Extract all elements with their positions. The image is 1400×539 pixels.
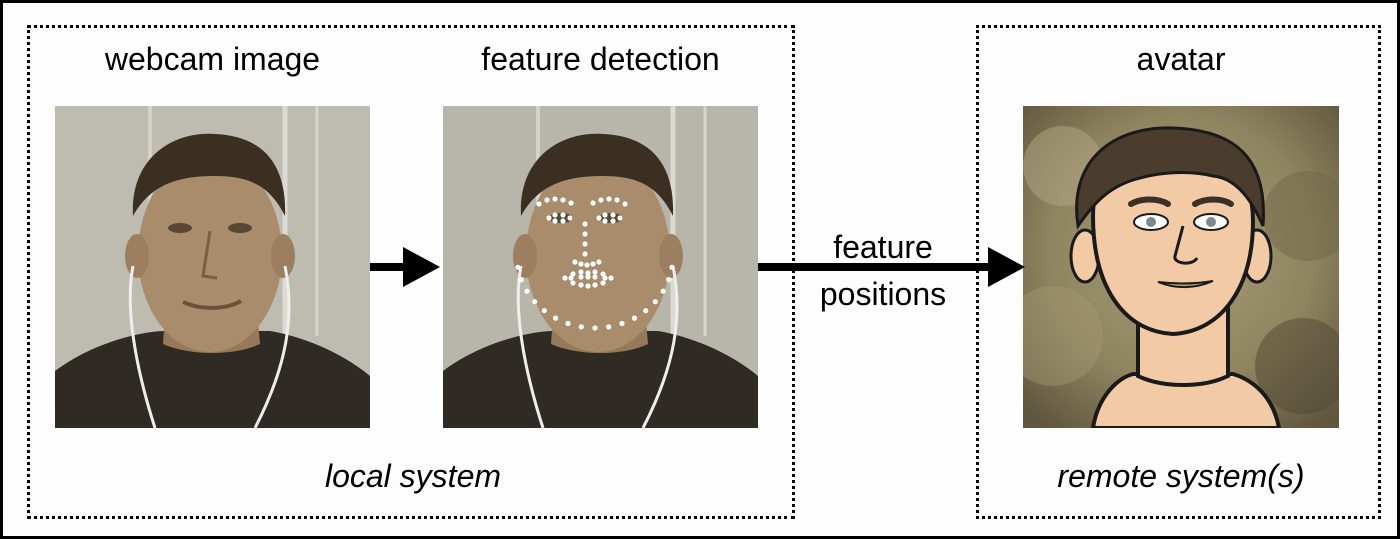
landmark-dot [596,215,602,221]
avatar-title: avatar [1136,41,1226,77]
landmark-dot [578,324,584,330]
landmark-dot [652,299,658,305]
landmark-dot [582,241,588,247]
landmark-dot [532,299,538,305]
right-arrow-icon [758,247,1025,287]
landmark-dot [600,271,606,277]
landmark-dot [560,218,566,224]
landmark-dot [562,275,568,281]
landmark-dot [570,280,576,286]
landmark-dot [606,324,612,330]
landmark-dot [515,264,521,270]
landmark-dot [590,200,596,206]
landmark-dot [608,275,614,281]
landmark-dot [631,315,637,321]
landmark-dot [610,212,616,218]
landmark-dot [592,325,598,331]
landmark-dot [553,315,559,321]
local-system-caption: local system [324,458,502,494]
landmark-dot [578,269,584,275]
landmark-dot [582,251,588,257]
feature-detection-title: feature detection [481,41,720,77]
landmark-dot [524,288,530,294]
local-system-box [27,25,795,519]
landmark-dot [565,320,571,327]
landmark-dot [669,264,675,270]
landmark-dot [560,197,566,203]
landmark-dot [552,196,558,202]
landmark-dot [666,277,672,283]
landmark-dot [578,282,584,288]
avatar-image [1023,106,1339,428]
landmark-dot [590,261,596,267]
landmark-dot [606,196,612,202]
landmark-dot [585,283,591,289]
remote-system-caption: remote system(s) [1057,458,1305,494]
right-arrow-icon [370,247,440,287]
landmark-dot [617,215,623,221]
landmark-dot [567,215,573,221]
landmark-dot [592,282,598,288]
feature-detection-image [443,106,758,428]
landmark-dot [570,271,576,277]
landmark-dot [610,218,616,224]
remote-system-box [976,25,1381,519]
landmark-dot [619,320,625,327]
landmark-dot [585,270,591,276]
landmark-dot [552,212,558,218]
landmark-dot [536,201,542,207]
landmark-dot [560,212,566,218]
webcam-image [55,106,370,428]
landmark-dot [584,262,590,268]
transfer-label-line2: positions [819,276,947,312]
landmark-dot [582,221,588,227]
landmark-dot [546,215,552,221]
landmark-dot [578,261,584,267]
landmark-dot [600,280,606,286]
landmark-dot [568,200,574,206]
landmark-dot [602,218,608,224]
landmark-dot [568,275,574,281]
landmark-dot [598,197,604,203]
landmark-dot [592,274,598,280]
landmark-dot [660,288,666,294]
landmark-dot [592,269,598,275]
landmark-dot [572,259,578,265]
landmark-dot [602,212,608,218]
landmark-dot [622,201,628,207]
landmark-dot [614,197,620,203]
webcam-image-title: webcam image [104,41,321,77]
landmark-dot [544,197,550,203]
landmark-dot [602,275,608,281]
landmark-dot [541,308,547,314]
landmark-dots [515,196,675,331]
transfer-label-line1: feature [833,229,933,265]
landmark-dot [518,277,524,283]
landmark-dot [643,308,649,314]
landmark-dot [585,274,591,280]
landmark-dot [552,218,558,224]
landmark-dot [596,259,602,265]
landmark-dot [582,231,588,237]
landmark-dot [578,274,584,280]
